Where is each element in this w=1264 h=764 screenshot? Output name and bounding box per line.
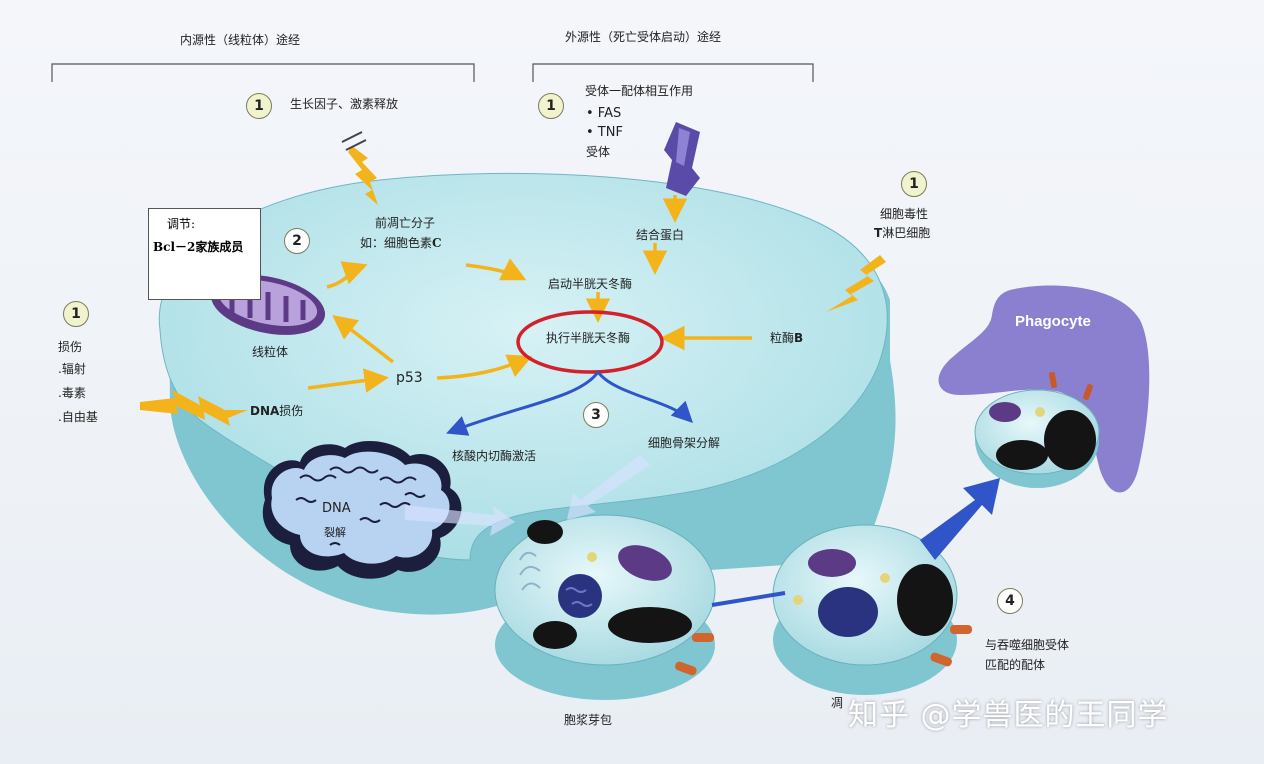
dna-split-label: 裂解 [324, 525, 346, 539]
t-lymphocyte-label: T淋巴细胞 [874, 226, 930, 241]
cytoskeleton-label: 细胞骨架分解 [648, 436, 721, 450]
translucent-arrows [405, 455, 650, 536]
regulation-title: 调节: [167, 217, 196, 231]
toxin-label: .毒素 [58, 386, 86, 400]
cytochrome-c-letter: C [432, 236, 442, 250]
watermark: 知乎 @学兽医的王同学 [848, 698, 1169, 733]
ligand-label-1: 与吞噬细胞受体 [985, 638, 1070, 652]
cytochrome-c-prefix: 如：细胞色素 [360, 236, 433, 250]
step-1-ctl: 1 [901, 171, 927, 197]
signal-arrows [307, 195, 752, 393]
execution-arrows [446, 371, 693, 436]
regulation-box: 调节: Bcl－2家族成员 [148, 208, 261, 300]
endonuclease-label: 核酸内切酶激活 [452, 449, 537, 463]
engulfed-cell [974, 371, 1100, 488]
dna-damage-bold: DNA [250, 404, 280, 418]
executioner-highlight-ring [516, 310, 664, 374]
step-1-damage: 1 [63, 301, 89, 327]
step-4-phagocytosis: 4 [997, 588, 1023, 614]
phagocytosis-arrow [920, 478, 1000, 560]
growth-factor-label: 生长因子、激素释放 [290, 97, 399, 111]
step-2-regulation: 2 [284, 228, 310, 254]
mitochondria-label: 线粒体 [252, 345, 289, 359]
granzyme-prefix: 粒酶 [770, 331, 795, 345]
death-receptor [664, 122, 700, 196]
fragmented-nucleus [262, 441, 462, 579]
step-1-receptor: 1 [538, 93, 564, 119]
radiation-label: .辐射 [58, 362, 86, 376]
phagocyte-label: Phagocyte [1015, 313, 1091, 330]
apoptotic-body-label: 胞浆芽包 [564, 713, 613, 727]
cytotoxic-label: 细胞毒性 [880, 207, 929, 221]
body-to-cell-link [711, 591, 786, 607]
apoptotic-cell-label: 凋 [831, 696, 844, 710]
ligand-label-2: 匹配的配体 [985, 658, 1046, 672]
extrinsic-bracket [532, 63, 814, 82]
apoptotic-body [494, 514, 716, 700]
damage-bolt [140, 390, 248, 426]
granzyme-letter: B [794, 331, 804, 345]
dna-damage-label: DNA损伤 [250, 404, 303, 419]
receptor-label: 受体 [586, 145, 611, 159]
cytochrome-c-label: 如：细胞色素C [360, 236, 442, 251]
binding-protein-label: 结合蛋白 [636, 228, 685, 242]
lymphocyte-suffix: 淋巴细胞 [882, 226, 931, 240]
growth-factor-bolt [341, 131, 378, 205]
dna-label: DNA [322, 501, 351, 516]
free-radical-label: .自由基 [58, 410, 98, 424]
p53-label: p53 [396, 370, 423, 386]
dna-damage-suffix: 损伤 [279, 404, 304, 418]
intrinsic-bracket [51, 63, 475, 82]
executioner-caspase-label: 执行半胱天冬酶 [546, 331, 631, 345]
initiator-caspase-label: 启动半胱天冬酶 [548, 277, 633, 291]
step-1-growth-factor: 1 [246, 93, 272, 119]
step-3-execution: 3 [583, 402, 609, 428]
receptor-ligand-label: 受体一配体相互作用 [585, 84, 694, 98]
fas-label: • FAS [586, 106, 622, 121]
granzyme-b-label: 粒酶B [770, 331, 803, 346]
bcl2-label: Bcl－2家族成员 [153, 240, 244, 254]
pro-apoptotic-label: 前凋亡分子 [375, 216, 436, 230]
tnf-label: • TNF [586, 125, 623, 140]
extrinsic-pathway-title: 外源性（死亡受体启动）途经 [565, 30, 722, 44]
apoptotic-cell [772, 524, 972, 695]
damage-label: 损伤 [58, 340, 83, 354]
t-letter: T [874, 226, 883, 240]
intrinsic-pathway-title: 内源性（线粒体）途经 [180, 33, 301, 47]
ctl-bolt [826, 255, 886, 312]
